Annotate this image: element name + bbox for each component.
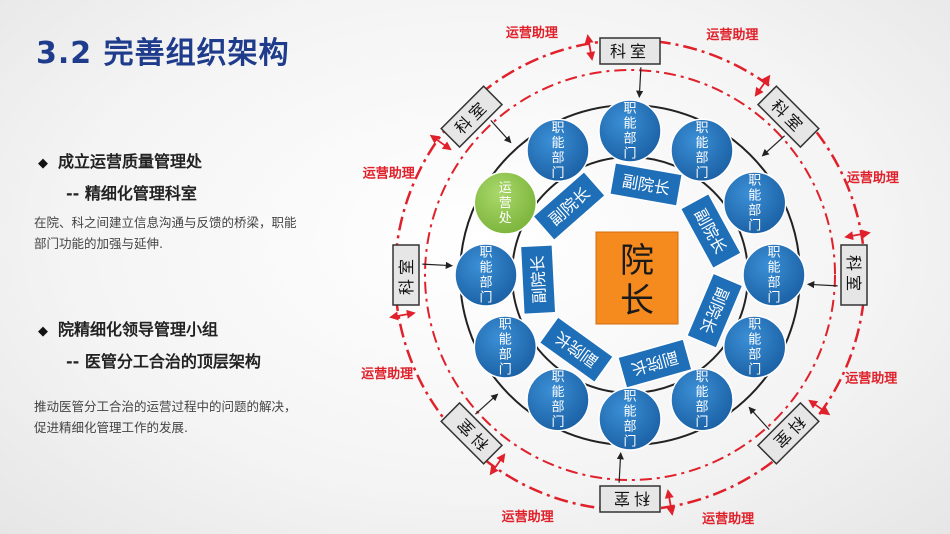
department-label: 职能部门 xyxy=(748,174,761,234)
department-label: 职能部门 xyxy=(695,121,708,181)
bullet-item-1: ◆ 成立运营质量管理处 xyxy=(38,148,202,172)
double-arrow xyxy=(389,309,416,321)
clinic-label: 科室 xyxy=(397,255,416,295)
bullet-subheading-2: -- 医管分工合治的顶层架构 xyxy=(66,352,261,371)
bullet-item-2: ◆ 院精细化领导管理小组 xyxy=(38,316,218,340)
clinic-node: 科室 xyxy=(440,401,504,465)
department-node: 职能部门 xyxy=(670,118,734,183)
double-arrow xyxy=(489,453,506,476)
department-node: 职能部门 xyxy=(722,315,787,379)
center-node: 院长 xyxy=(595,231,679,325)
clinic-node: 科室 xyxy=(599,37,661,65)
department-label: 职能部门 xyxy=(695,370,708,430)
department-label: 职能部门 xyxy=(551,370,564,430)
clinic-node: 科室 xyxy=(599,485,661,513)
vice-president-node: 副院长 xyxy=(531,170,607,242)
diamond-icon: ◆ xyxy=(38,156,48,171)
department-node: 职能部门 xyxy=(526,118,590,183)
operations-office-node: 运营处 xyxy=(473,171,538,235)
double-arrow xyxy=(429,134,452,151)
department-node: 职能部门 xyxy=(473,315,538,379)
assistant-label: 运营助理 xyxy=(845,370,897,386)
clinic-node: 科室 xyxy=(756,401,820,465)
bullet-heading-1: 成立运营质量管理处 xyxy=(58,152,203,171)
connector-arrow xyxy=(422,261,453,269)
assistant-ring: 运营助理运营助理运营助理运营助理运营助理运营助理运营助理运营助理 xyxy=(361,25,899,527)
department-label: 职能部门 xyxy=(767,246,780,306)
clinic-node: 科室 xyxy=(392,244,420,306)
page-title: 3.2 完善组织架构 xyxy=(36,36,290,71)
second-dashed-ring xyxy=(424,69,836,481)
department-label: 职能部门 xyxy=(623,390,636,450)
vice-president-node: 副院长 xyxy=(608,161,684,207)
connector-arrow xyxy=(748,406,770,431)
assistant-label: 运营助理 xyxy=(363,166,415,182)
department-label: 职能部门 xyxy=(499,318,512,378)
assistant-label: 运营助理 xyxy=(506,25,558,41)
department-ring: 职能部门职能部门职能部门职能部门职能部门职能部门职能部门职能部门职能部门职能部门… xyxy=(454,99,806,451)
bullet-description-2: 推动医管分工合治的运营过程中的问题的解决，促进精细化管理工作的发展. xyxy=(34,399,297,435)
department-node: 职能部门 xyxy=(454,243,518,307)
double-arrow xyxy=(584,34,596,61)
department-label: 职能部门 xyxy=(748,318,761,378)
connector-arrow xyxy=(761,135,786,157)
assistant-label: 运营助理 xyxy=(847,170,899,186)
connector-arrow xyxy=(807,281,838,289)
assistant-label: 运营助理 xyxy=(361,366,413,382)
clinic-node: 科室 xyxy=(840,244,868,306)
connector-arrow xyxy=(490,119,512,144)
diamond-icon: ◆ xyxy=(38,324,48,339)
clinic-label: 科室 xyxy=(844,255,863,295)
clinic-node: 科室 xyxy=(440,85,504,149)
clinic-label: 科室 xyxy=(610,42,650,61)
double-arrow xyxy=(844,229,871,241)
department-node: 职能部门 xyxy=(598,387,662,451)
department-node: 职能部门 xyxy=(670,367,734,432)
vice-president-label: 副院长 xyxy=(528,255,549,304)
assistant-label: 运营助理 xyxy=(702,511,754,527)
double-arrow xyxy=(808,399,831,416)
department-label: 职能部门 xyxy=(623,102,636,162)
bullet-heading-2: 院精细化领导管理小组 xyxy=(58,320,219,339)
department-node: 职能部门 xyxy=(742,243,806,307)
assistant-label: 运营助理 xyxy=(706,27,758,43)
department-node: 职能部门 xyxy=(526,367,590,432)
operations-office-label: 运营处 xyxy=(499,181,512,226)
vice-president-node: 副院长 xyxy=(519,244,557,316)
clinic-node: 科室 xyxy=(756,85,820,149)
bullet-description-1: 在院、科之间建立信息沟通与反馈的桥梁，职能部门功能的加强与延伸. xyxy=(34,215,297,251)
double-arrow xyxy=(754,74,771,97)
connector-arrow xyxy=(616,452,624,483)
department-label: 职能部门 xyxy=(479,246,492,306)
department-node: 职能部门 xyxy=(598,99,662,163)
connector-arrow xyxy=(636,67,644,98)
double-arrow xyxy=(664,489,676,516)
connector-arrow xyxy=(474,393,499,415)
department-label: 职能部门 xyxy=(551,121,564,181)
vice-president-node: 副院长 xyxy=(616,338,693,390)
assistant-label: 运营助理 xyxy=(502,509,554,525)
bullet-subheading-1: -- 精细化管理科室 xyxy=(66,184,197,203)
center-label: 院长 xyxy=(620,241,654,321)
clinic-label: 科室 xyxy=(610,489,650,508)
department-node: 职能部门 xyxy=(722,171,787,235)
